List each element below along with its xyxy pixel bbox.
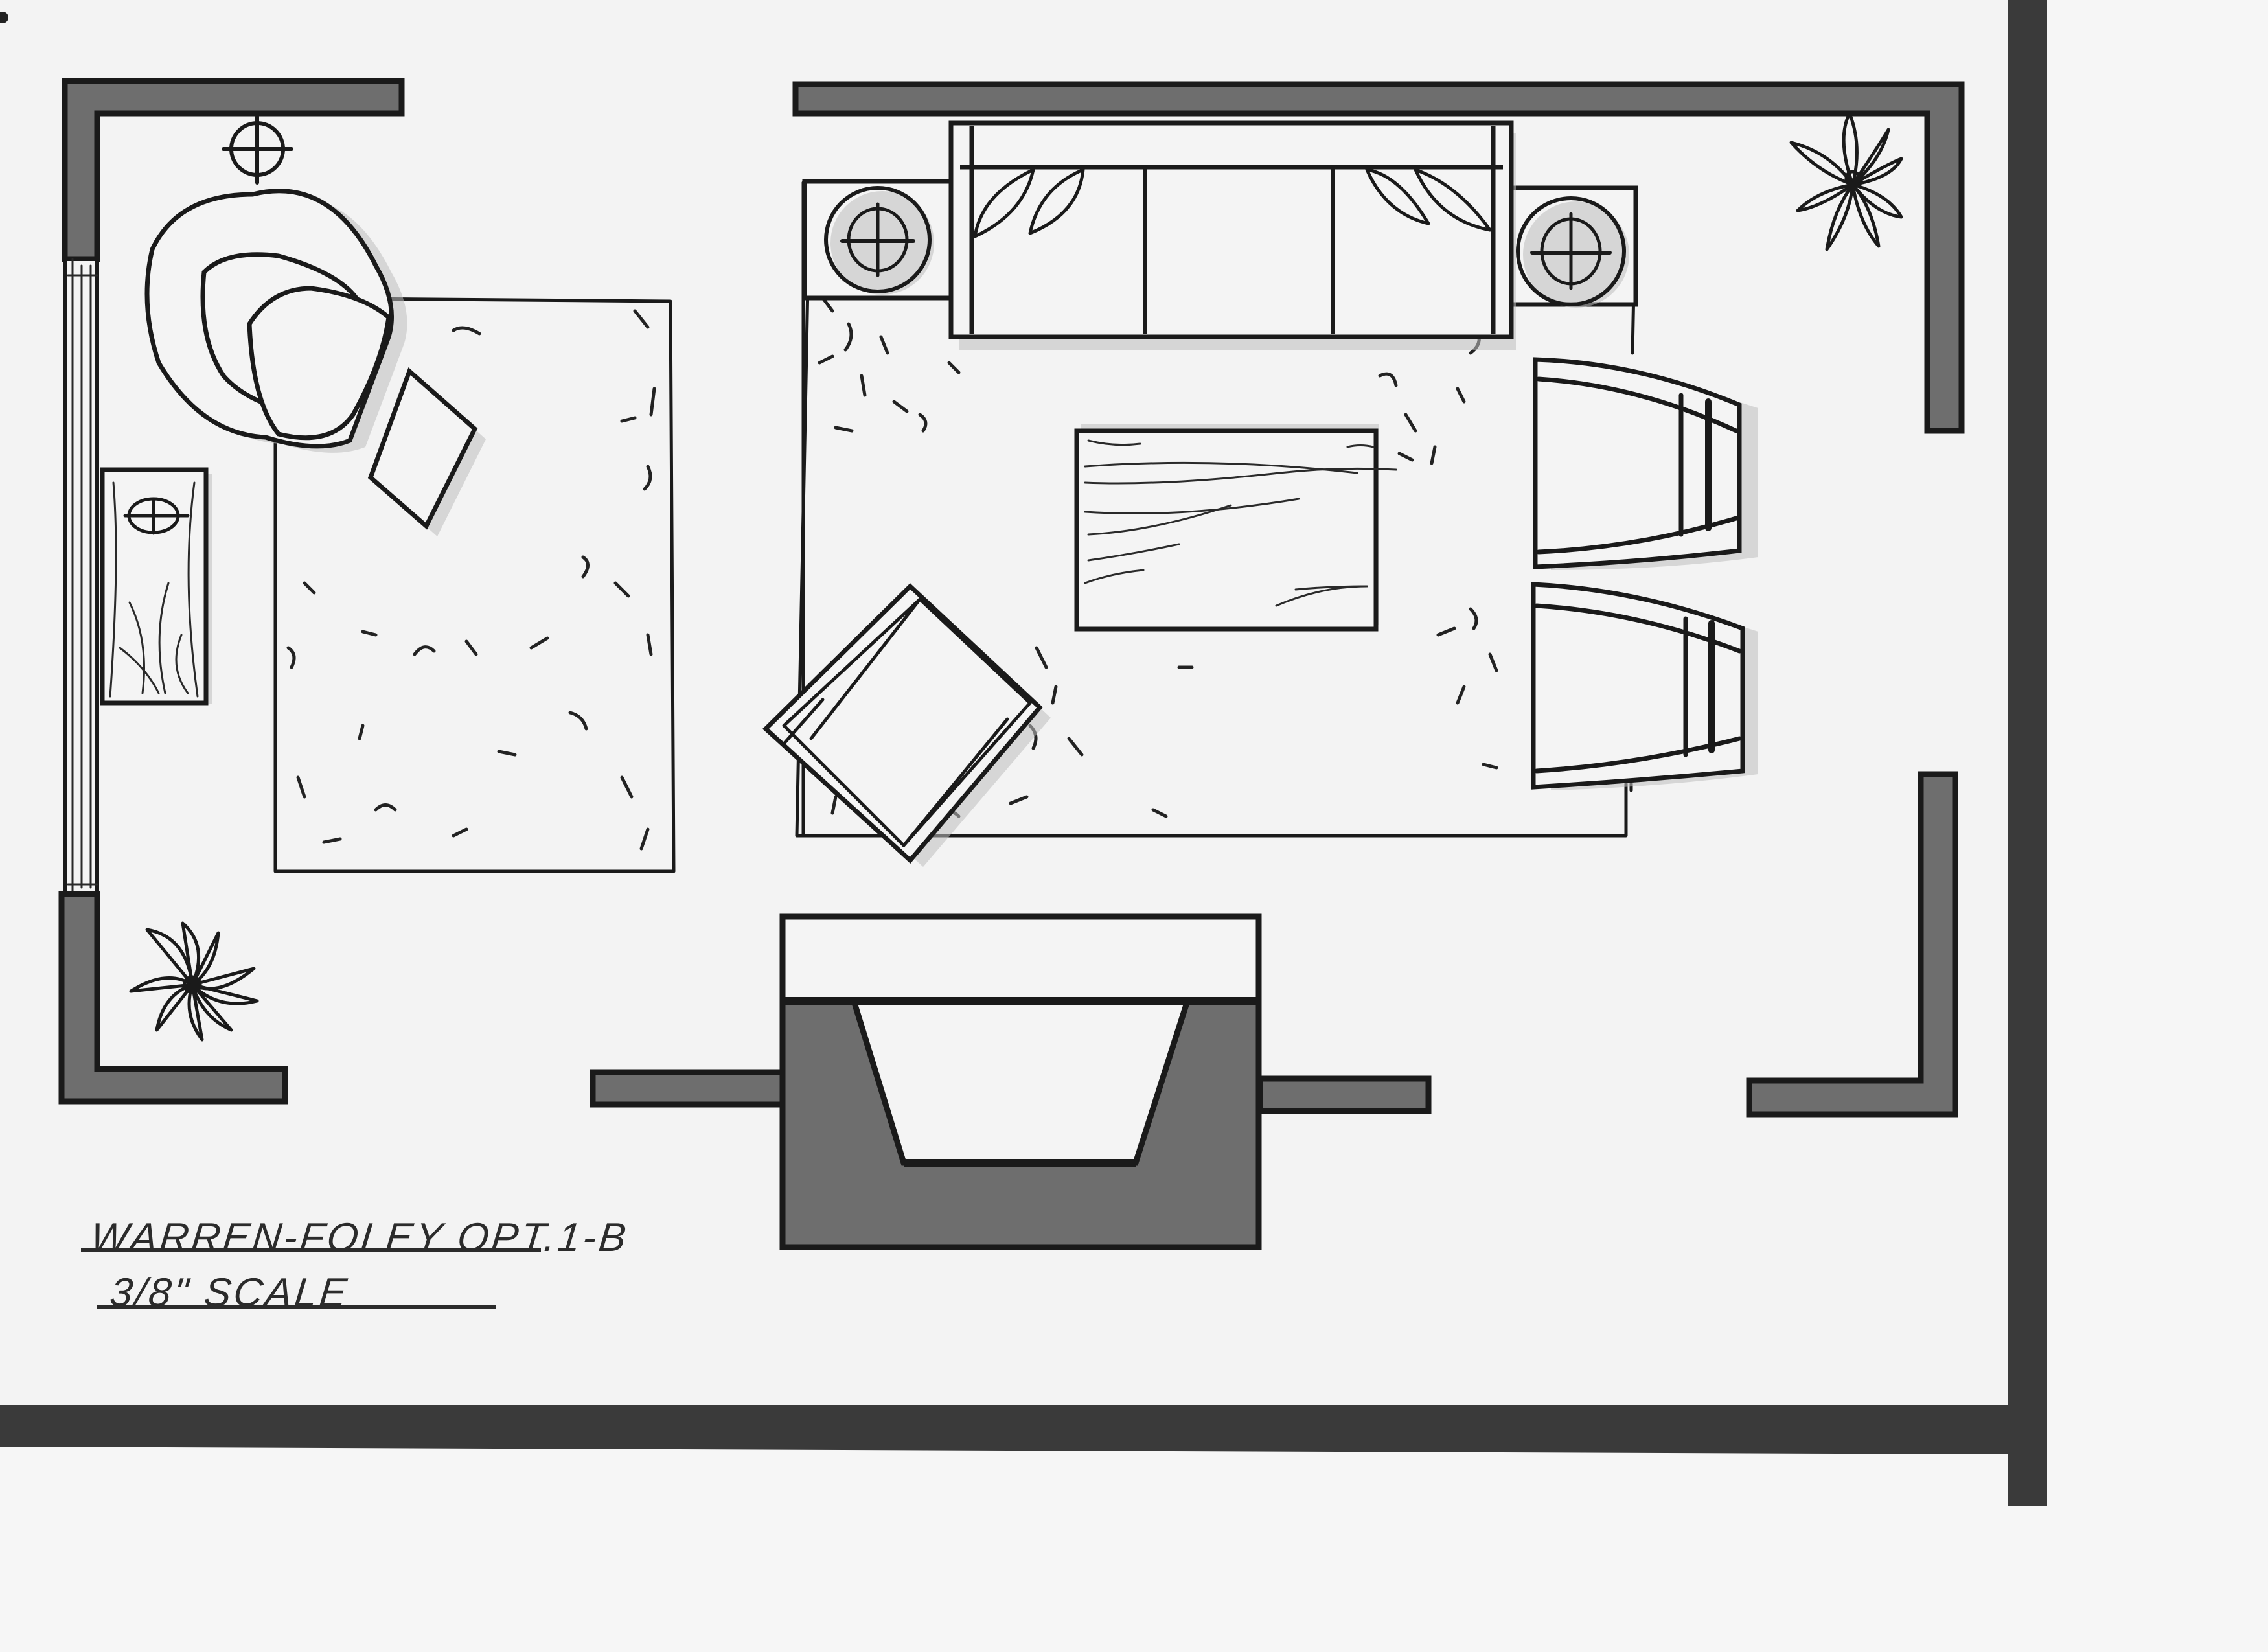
throw-pillows <box>973 168 1492 238</box>
end-table-left <box>802 179 956 301</box>
rug-left <box>273 296 676 873</box>
scan-dot-mark <box>0 12 8 23</box>
armchair-lower <box>1531 582 1758 790</box>
walls <box>58 78 1965 1118</box>
title-underline <box>81 1248 541 1252</box>
end-table-right <box>1494 185 1638 308</box>
drawing-scale: 3/8" SCALE <box>108 1270 352 1315</box>
drawing-title: WARREN-FOLEY OPT.1-B <box>88 1215 631 1260</box>
lounge-chair <box>144 189 407 453</box>
floor-lamp-icon <box>222 115 293 185</box>
console-table <box>100 467 212 706</box>
armchair-upper <box>1533 357 1758 570</box>
fireplace <box>779 913 1262 1250</box>
table-lamp-icon <box>840 202 915 277</box>
frame-border <box>0 0 2047 1506</box>
window <box>63 257 99 896</box>
accent-chair <box>762 583 1051 867</box>
ottoman <box>367 367 486 536</box>
potted-plant-icon <box>129 921 259 1042</box>
table-lamp-icon <box>1530 212 1612 290</box>
coffee-table <box>1074 424 1397 632</box>
sofa <box>948 120 1516 350</box>
potted-plant-icon <box>1789 111 1903 251</box>
scale-underline <box>97 1305 496 1309</box>
table-lamp-icon <box>123 497 190 535</box>
